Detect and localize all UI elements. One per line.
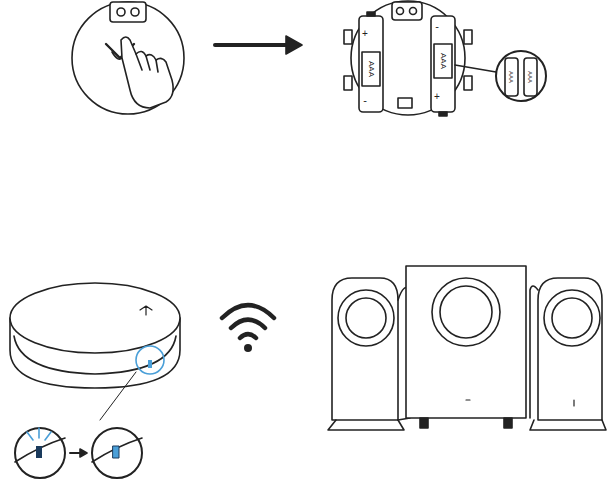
battery-label: AAA [367,61,375,77]
cover-press [72,2,184,114]
battery [359,16,383,112]
battery-label: AAA [527,71,533,83]
polarity-mark: + [434,92,440,102]
battery-compartment [344,1,546,116]
battery-zoom [496,51,546,101]
polarity-mark: + [362,29,368,39]
zoom-leader [455,65,496,72]
battery-label: AAA [439,53,447,69]
speaker-system [328,266,606,430]
wireless-symbol [222,305,274,352]
battery [431,16,455,112]
polarity-mark: - [435,21,439,32]
polarity-mark: - [363,95,367,106]
step-arrow [215,36,302,54]
receiver-hub [10,283,180,478]
battery-label: AAA [508,71,514,83]
